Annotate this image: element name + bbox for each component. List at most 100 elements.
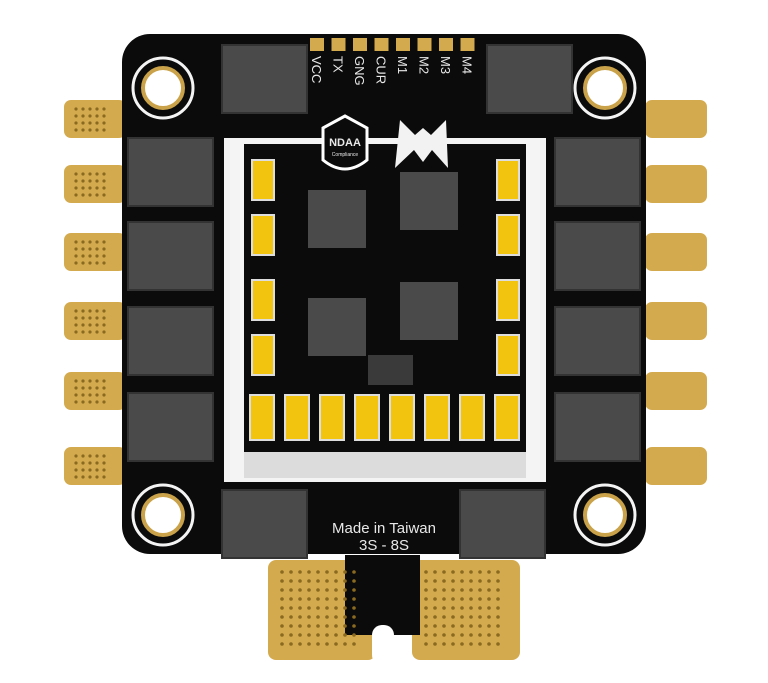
via	[95, 254, 99, 258]
via	[88, 454, 92, 458]
via	[88, 107, 92, 111]
via	[298, 642, 302, 646]
solder-pad	[645, 233, 707, 271]
via	[102, 172, 106, 176]
via	[102, 316, 106, 320]
via	[451, 597, 455, 601]
via	[289, 615, 293, 619]
via	[433, 642, 437, 646]
via	[352, 624, 356, 628]
via	[102, 186, 106, 190]
header-pad	[374, 38, 389, 51]
via	[478, 588, 482, 592]
via	[460, 579, 464, 583]
via	[478, 570, 482, 574]
via	[352, 633, 356, 637]
header-pads	[310, 38, 475, 51]
via	[102, 468, 106, 472]
capacitor	[251, 214, 275, 256]
via	[316, 579, 320, 583]
via	[102, 323, 106, 327]
capacitor	[459, 394, 485, 441]
header-pad	[396, 38, 410, 51]
via	[478, 579, 482, 583]
mosfet	[486, 44, 573, 114]
via	[81, 114, 85, 118]
via	[88, 172, 92, 176]
via	[442, 615, 446, 619]
via	[424, 579, 428, 583]
capacitor	[494, 394, 520, 441]
via	[102, 261, 106, 265]
via	[81, 261, 85, 265]
via	[325, 624, 329, 628]
via	[95, 114, 99, 118]
solder-pad	[645, 165, 707, 203]
via	[280, 633, 284, 637]
via	[74, 254, 78, 258]
via	[280, 624, 284, 628]
via	[74, 454, 78, 458]
via	[478, 606, 482, 610]
via	[280, 570, 284, 574]
mounting-holes	[131, 56, 637, 547]
via	[307, 597, 311, 601]
via	[316, 597, 320, 601]
via	[88, 379, 92, 383]
via	[496, 597, 500, 601]
via	[88, 400, 92, 404]
solder-pad	[645, 372, 707, 410]
via	[343, 633, 347, 637]
via	[352, 570, 356, 574]
via	[95, 468, 99, 472]
via	[81, 386, 85, 390]
via	[298, 588, 302, 592]
via	[74, 379, 78, 383]
via	[81, 330, 85, 334]
via	[95, 316, 99, 320]
via	[95, 309, 99, 313]
mosfet	[127, 306, 214, 376]
via	[442, 633, 446, 637]
via	[81, 254, 85, 258]
capacitor	[424, 394, 450, 441]
solder-pad	[64, 447, 126, 485]
via	[433, 606, 437, 610]
via	[88, 330, 92, 334]
mosfet	[554, 306, 641, 376]
via	[95, 400, 99, 404]
pin-label: M3	[438, 56, 453, 74]
via	[451, 624, 455, 628]
via	[442, 597, 446, 601]
capacitor	[496, 214, 520, 256]
via	[102, 247, 106, 251]
via	[442, 570, 446, 574]
via	[88, 114, 92, 118]
via	[74, 193, 78, 197]
via	[334, 570, 338, 574]
via	[334, 606, 338, 610]
via	[88, 179, 92, 183]
via	[88, 128, 92, 132]
via	[478, 615, 482, 619]
mosfets	[127, 44, 641, 559]
via	[469, 633, 473, 637]
via	[424, 606, 428, 610]
brand-logo-icon	[395, 120, 448, 168]
via	[451, 642, 455, 646]
mosfet	[554, 137, 641, 207]
via	[102, 386, 106, 390]
via	[433, 570, 437, 574]
via	[81, 400, 85, 404]
via	[74, 114, 78, 118]
via	[102, 114, 106, 118]
via	[316, 633, 320, 637]
via	[102, 461, 106, 465]
via	[81, 240, 85, 244]
capacitor	[251, 159, 275, 201]
via	[102, 179, 106, 183]
via	[74, 330, 78, 334]
via	[433, 579, 437, 583]
via	[496, 615, 500, 619]
via	[478, 633, 482, 637]
